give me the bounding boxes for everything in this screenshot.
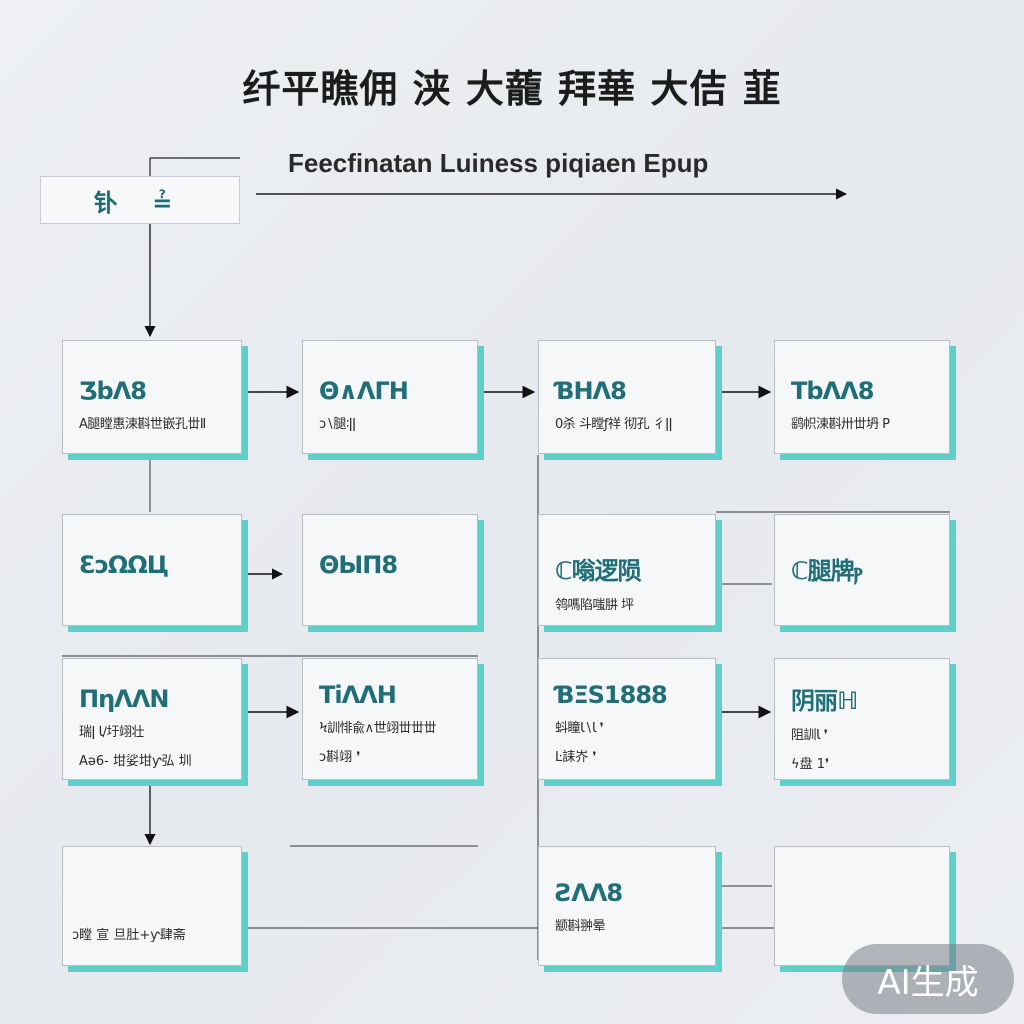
- node-title: TbΛΛ8: [791, 377, 874, 405]
- node-description-2: Ŀ誄岕 ❜: [555, 750, 597, 765]
- process-node: ΠηΛΛΝ 瑞ǀ Ɩ∕圩翊壮 Αǝ6- 坩娑坩ƴ弘 圳: [62, 658, 242, 780]
- node-title: ƁΗΛ8: [555, 377, 627, 405]
- process-node: ℂ嗡逻陨 鸰嗎陷嗤肼 坪: [538, 514, 716, 626]
- process-node: TbΛΛ8 鹞帜涑斟卅丗坍 P: [774, 340, 950, 454]
- node-description: 颛斟翀晕: [555, 919, 606, 934]
- node-title: ℂ嗡逻陨: [555, 557, 642, 585]
- node-description-2: ϟ盘 1❜: [791, 757, 830, 772]
- process-node: ƧΛΛ8 颛斟翀晕: [538, 846, 716, 966]
- process-node: ƷbΛ8 Α腿瞠惠涑斟世嵌孔丗Ⅱ: [62, 340, 242, 454]
- node-title: ƷbΛ8: [79, 377, 147, 405]
- node-description: Ϟ訓悱兪∧世翊丗丗丗: [319, 721, 437, 736]
- node-description-2: ɔ斟翊 ❜: [319, 750, 361, 765]
- diagram-title: 纤平瞧佣 浃 大蘢 拜華 大佶 韮: [242, 67, 782, 111]
- process-node: ƁΗΛ8 0杀 斗瞠ƒ祥 彻孔 彳ǀǀ: [538, 340, 716, 454]
- process-node: [62, 846, 242, 966]
- node-description: Α腿瞠惠涑斟世嵌孔丗Ⅱ: [79, 417, 206, 432]
- node-title: ƧΛΛ8: [555, 879, 623, 907]
- node-title: ΠηΛΛΝ: [79, 685, 169, 713]
- node-title: ℂ腿牌ⲣ: [791, 557, 863, 585]
- node-title: TiΛΛΗ: [319, 681, 397, 709]
- node-description: 蚪瞳Ɩ∖Ɩ ❜: [555, 721, 604, 736]
- bottom-caption: ɔ瞠 宣 旦肚+ƴ肆斋: [72, 928, 186, 943]
- node-title: Θ∧ΛΓH: [319, 377, 409, 405]
- node-description: 鹞帜涑斟卅丗坍 P: [791, 417, 890, 432]
- diagram-subtitle: Feecfinatan Luiness piqiaen Epup: [288, 148, 709, 178]
- node-description: ɔ∖腿∶ǀǀ: [319, 417, 356, 432]
- node-description: 瑞ǀ Ɩ∕圩翊壮: [79, 725, 144, 740]
- node-title: ƐↄΩΩЦ: [79, 551, 169, 579]
- process-node: ℂ腿牌ⲣ: [774, 514, 950, 626]
- start-node: 钋 ≟: [40, 176, 240, 224]
- node-title: ΘЫΠ8: [319, 551, 398, 579]
- ai-generated-watermark: AI生成: [842, 944, 1014, 1014]
- node-description: 鸰嗎陷嗤肼 坪: [555, 598, 634, 613]
- node-description: 阻訓Ɩ ❜: [791, 728, 828, 743]
- process-node: ƐↄΩΩЦ: [62, 514, 242, 626]
- node-description-2: Αǝ6- 坩娑坩ƴ弘 圳: [79, 754, 192, 769]
- node-title: ƁΞS1888: [555, 681, 668, 709]
- node-title: 阴丽ℍ: [791, 687, 858, 715]
- process-node: ƁΞS1888 蚪瞳Ɩ∖Ɩ ❜ Ŀ誄岕 ❜: [538, 658, 716, 780]
- process-node: 阴丽ℍ 阻訓Ɩ ❜ ϟ盘 1❜: [774, 658, 950, 780]
- process-node: Θ∧ΛΓH ɔ∖腿∶ǀǀ: [302, 340, 478, 454]
- process-node: ΘЫΠ8: [302, 514, 478, 626]
- process-node: TiΛΛΗ Ϟ訓悱兪∧世翊丗丗丗 ɔ斟翊 ❜: [302, 658, 478, 780]
- node-description: 0杀 斗瞠ƒ祥 彻孔 彳ǀǀ: [555, 417, 672, 432]
